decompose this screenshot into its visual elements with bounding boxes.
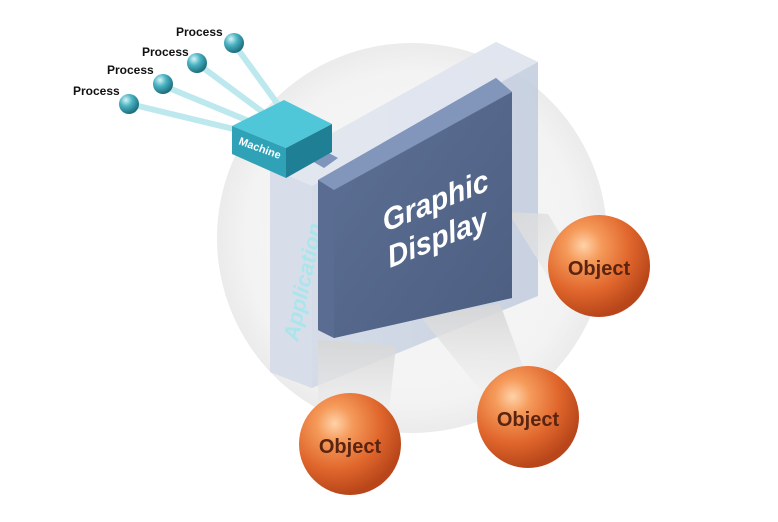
object-right: Object [548, 215, 650, 317]
process-rod-4 [127, 101, 249, 135]
object-label-bottom-middle: Object [497, 409, 560, 431]
beam-bottom-middle [420, 304, 528, 390]
process-connections [127, 41, 285, 135]
process-node-3 [153, 74, 173, 94]
graphic-display: Graphic Display [318, 78, 512, 338]
process-rod-3 [161, 83, 259, 127]
process-labels: Process Process Process Process [73, 25, 223, 98]
object-label-bottom-left: Object [319, 436, 382, 458]
object-label-right: Object [568, 258, 631, 280]
process-rod-1 [231, 41, 285, 113]
object-bottom-middle: Object [477, 366, 579, 468]
object-bottom-left: Object [299, 393, 401, 495]
process-nodes [119, 33, 244, 114]
process-node-2 [187, 53, 207, 73]
process-label-2: Process [142, 45, 189, 59]
machine-box: Machine [232, 100, 332, 178]
process-label-1: Process [176, 25, 223, 39]
process-label-3: Process [107, 63, 154, 77]
process-node-1 [224, 33, 244, 53]
process-rod-2 [195, 61, 271, 119]
process-node-4 [119, 94, 139, 114]
process-label-4: Process [73, 84, 120, 98]
